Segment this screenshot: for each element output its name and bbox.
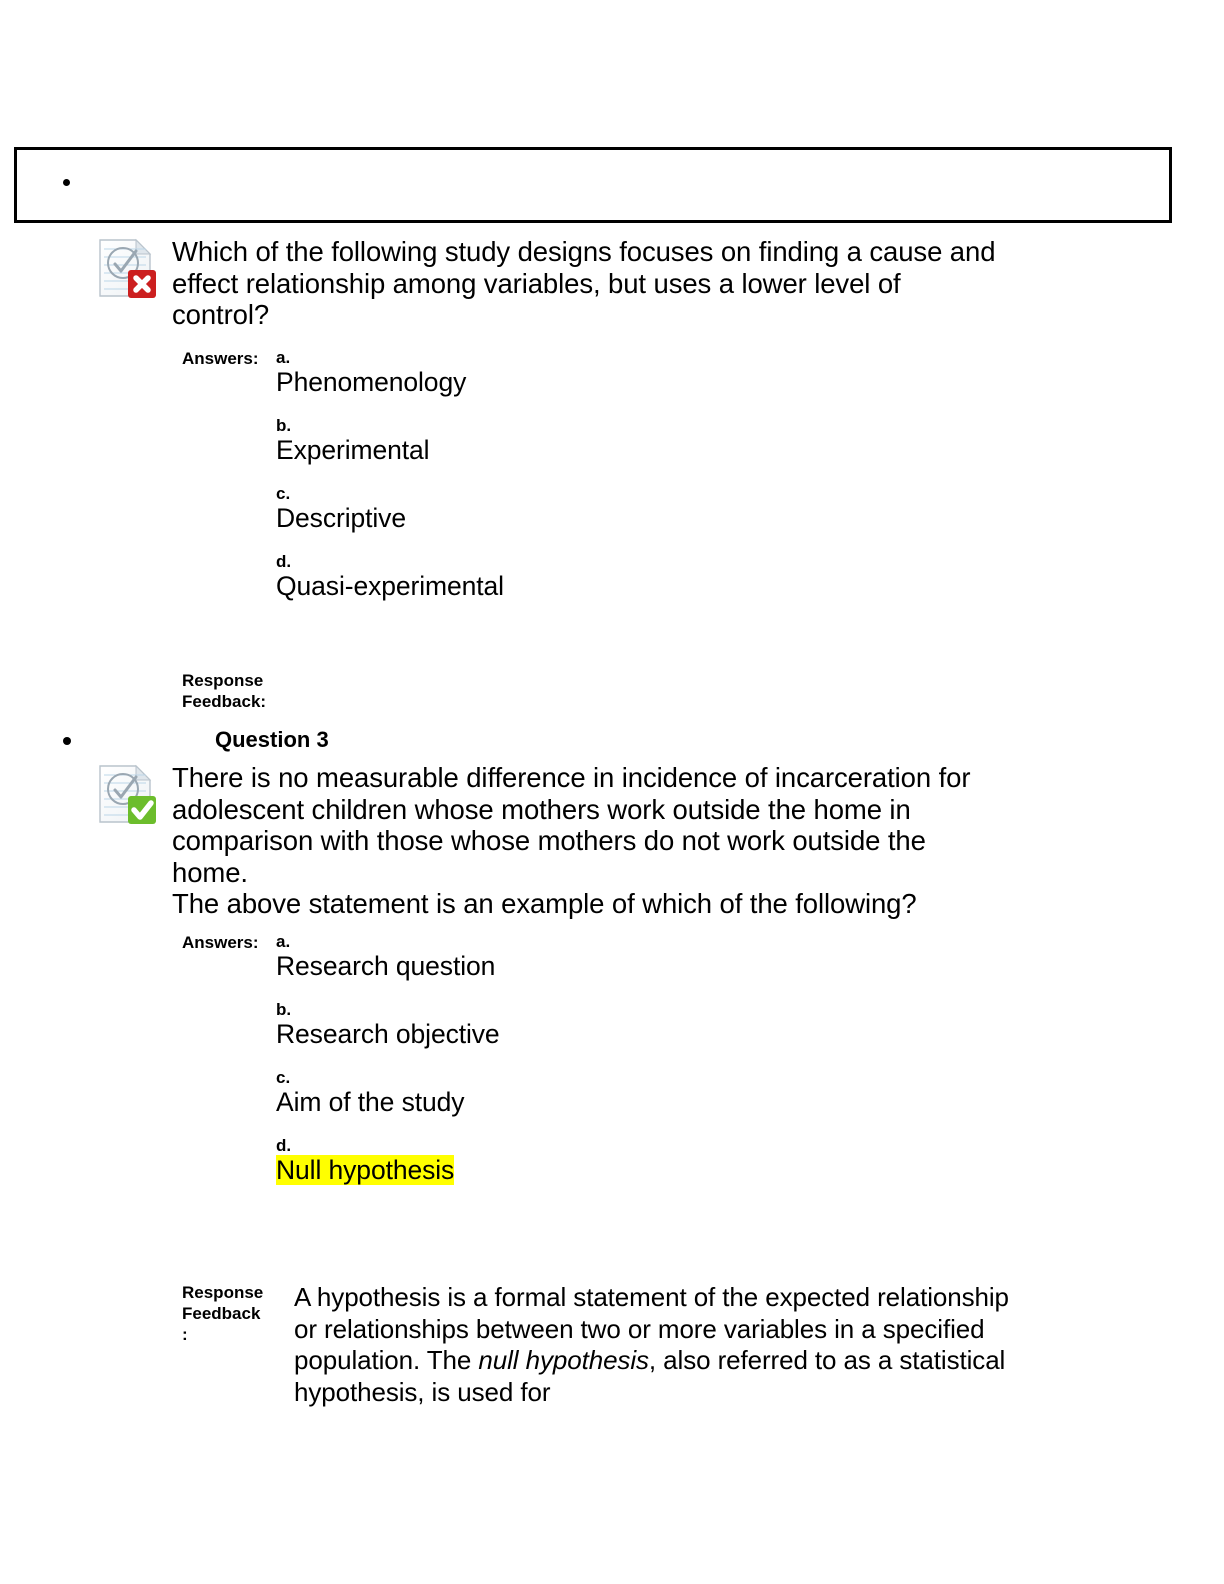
- quiz-incorrect-icon: [96, 236, 158, 300]
- answers-label: Answers:: [182, 349, 259, 368]
- feedback-italic-term: null hypothesis: [478, 1345, 649, 1375]
- response-feedback-text: A hypothesis is a formal statement of th…: [294, 1282, 1014, 1408]
- question-3-stem-extra: The above statement is an example of whi…: [172, 888, 917, 919]
- question-3-heading: Question 3: [215, 727, 329, 752]
- answer-letter: a.: [276, 348, 291, 367]
- list-bullet-icon: [63, 737, 71, 745]
- feedback-part-1: A hypothesis is a formal statement of th…: [294, 1282, 1009, 1375]
- answer-option[interactable]: a. Phenomenology: [276, 348, 576, 398]
- answer-option[interactable]: d. Quasi-experimental: [276, 552, 576, 602]
- answer-letter: c.: [276, 1068, 291, 1087]
- answer-letter: b.: [276, 1000, 292, 1019]
- question-3-answer-list: a. Research question b. Research objecti…: [276, 932, 576, 1204]
- answer-option[interactable]: a. Research question: [276, 932, 576, 982]
- answer-letter: d.: [276, 1136, 292, 1155]
- feedback-part-2: , also referred to as a statistical hypo…: [294, 1345, 1006, 1407]
- question-2-answer-list: a. Phenomenology b. Experimental c. Desc…: [276, 348, 576, 620]
- answer-text: Experimental: [276, 435, 430, 465]
- answer-letter: d.: [276, 552, 292, 571]
- answer-text: Research question: [276, 951, 496, 981]
- top-bordered-list-box: [14, 147, 1172, 223]
- question-3-stem-text: There is no measurable difference in inc…: [172, 762, 971, 888]
- answer-text: Descriptive: [276, 503, 406, 533]
- answers-label: Answers:: [182, 933, 259, 952]
- answer-letter: c.: [276, 484, 291, 503]
- question-3-stem: There is no measurable difference in inc…: [172, 762, 1002, 920]
- answer-text: Aim of the study: [276, 1087, 465, 1117]
- question-2-stem-text: Which of the following study designs foc…: [172, 236, 996, 330]
- answer-option-selected[interactable]: d. Null hypothesis: [276, 1136, 576, 1186]
- answer-option[interactable]: b. Experimental: [276, 416, 576, 466]
- answer-option[interactable]: c. Descriptive: [276, 484, 576, 534]
- answer-letter: b.: [276, 416, 292, 435]
- answer-text: Quasi-experimental: [276, 571, 504, 601]
- answer-option[interactable]: c. Aim of the study: [276, 1068, 576, 1118]
- answer-text: Phenomenology: [276, 367, 467, 397]
- answer-option[interactable]: b. Research objective: [276, 1000, 576, 1050]
- quiz-correct-icon: [96, 762, 158, 826]
- answer-letter: a.: [276, 932, 291, 951]
- answer-text: Research objective: [276, 1019, 500, 1049]
- list-bullet-icon: [63, 179, 70, 186]
- question-2-stem: Which of the following study designs foc…: [172, 236, 1002, 331]
- answer-text-highlighted: Null hypothesis: [276, 1155, 455, 1185]
